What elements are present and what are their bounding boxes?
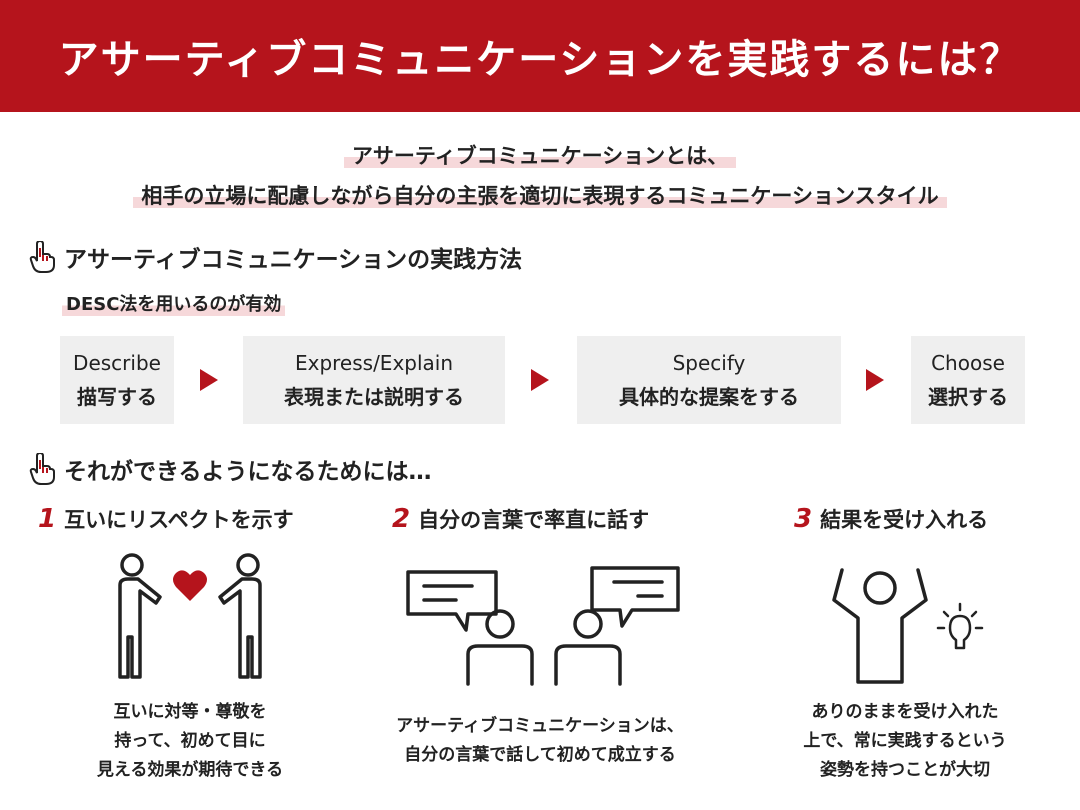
step-express: Express/Explain 表現または説明する	[243, 336, 505, 424]
speech-bubble-icon	[406, 570, 498, 632]
practice-heading-text: アサーティブコミュニケーションの実践方法	[64, 247, 523, 273]
step-describe: Describe 描写する	[60, 336, 174, 424]
step-jp: 描写する	[77, 385, 157, 409]
description-line: 姿勢を持つことが大切	[820, 760, 990, 780]
point-1-title: 1 互いにリスペクトを示す	[38, 504, 294, 534]
arrow-icon	[531, 369, 549, 391]
arrow-icon	[866, 369, 884, 391]
step-jp: 選択する	[928, 385, 1008, 409]
description-line: 互いに対等・尊敬を	[113, 702, 267, 722]
point-3-description: ありのままを受け入れた 上で、常に実践するという 姿勢を持つことが大切	[770, 698, 1040, 785]
step-jp: 表現または説明する	[284, 385, 464, 409]
step-jp: 具体的な提案をする	[619, 385, 799, 409]
arrow-icon	[200, 369, 218, 391]
step-specify: Specify 具体的な提案をする	[577, 336, 841, 424]
definition-line-2: 相手の立場に配慮しながら自分の主張を適切に表現するコミュニケーションスタイル	[0, 180, 1080, 210]
lightbulb-icon	[936, 602, 984, 650]
step-en: Express/Explain	[294, 351, 454, 375]
step-en: Specify	[672, 351, 746, 375]
point-2-title: 2 自分の言葉で率直に話す	[392, 504, 649, 534]
point-1-description: 互いに対等・尊敬を 持って、初めて目に 見える効果が期待できる	[60, 698, 320, 785]
outcome-heading-text: それができるようになるためには…	[64, 459, 432, 485]
practice-subheading: DESC法を用いるのが有効	[62, 290, 286, 316]
practice-heading: アサーティブコミュニケーションの実践方法	[28, 240, 522, 274]
definition-line-1: アサーティブコミュニケーションとは、	[0, 140, 1080, 170]
point-number: 1	[38, 504, 57, 534]
point-title-text: 互いにリスペクトを示す	[64, 508, 294, 532]
description-line: ありのままを受け入れた	[811, 702, 999, 722]
description-line: 見える効果が期待できる	[96, 760, 284, 780]
speech-bubble-icon	[590, 566, 680, 628]
point-2-description: アサーティブコミュニケーションは、 自分の言葉で話して初めて成立する	[350, 712, 730, 770]
point-title-text: 結果を受け入れる	[820, 508, 989, 532]
point-number: 2	[392, 504, 411, 534]
description-line: 自分の言葉で話して初めて成立する	[404, 745, 676, 765]
accept-illustration	[832, 568, 984, 684]
step-choose: Choose 選択する	[911, 336, 1025, 424]
heart-icon	[173, 570, 207, 601]
page-title: アサーティブコミュニケーションを実践するには？	[0, 0, 1080, 112]
description-line: 上で、常に実践するという	[803, 731, 1007, 751]
pointing-hand-icon	[29, 453, 55, 485]
step-en: Describe	[73, 351, 161, 375]
point-3-title: 3 結果を受け入れる	[794, 504, 988, 534]
outcome-heading: それができるようになるためには…	[28, 452, 432, 486]
step-en: Choose	[931, 351, 1005, 375]
description-line: 持って、初めて目に	[114, 731, 266, 751]
point-title-text: 自分の言葉で率直に話す	[418, 508, 650, 532]
description-line: アサーティブコミュニケーションは、	[396, 716, 684, 736]
pointing-hand-icon	[29, 241, 55, 273]
point-number: 3	[794, 504, 813, 534]
respect-illustration	[118, 553, 262, 679]
speak-illustration	[406, 566, 680, 686]
